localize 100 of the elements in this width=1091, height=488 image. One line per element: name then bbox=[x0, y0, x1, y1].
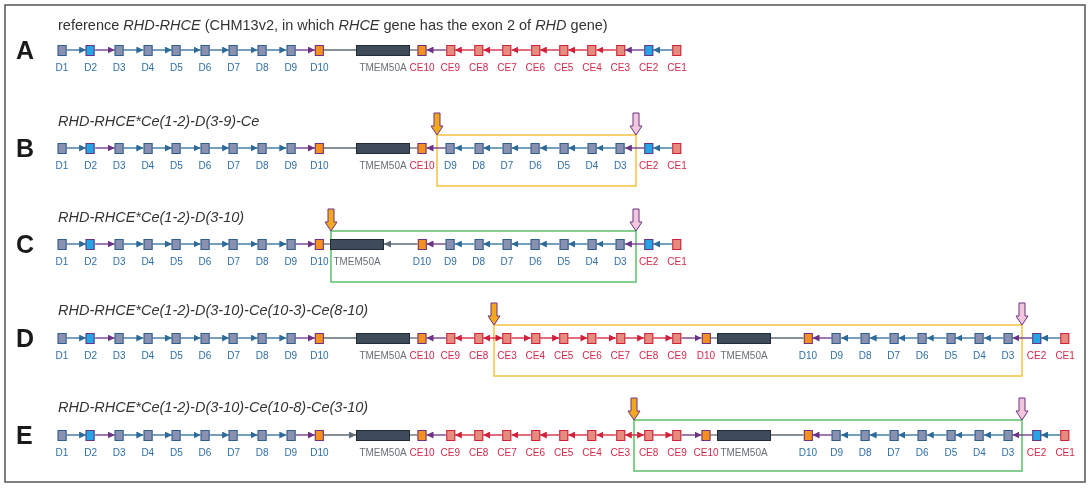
exon-label: D10 bbox=[798, 446, 818, 459]
arrow bbox=[208, 334, 230, 342]
exon-label: D7 bbox=[500, 159, 514, 172]
connector-line bbox=[709, 337, 718, 339]
exon-label: CE3 bbox=[610, 61, 630, 74]
arrow bbox=[567, 334, 589, 342]
arrow bbox=[454, 334, 475, 342]
exon-label: D7 bbox=[887, 349, 901, 362]
arrow bbox=[652, 144, 674, 152]
arrow bbox=[266, 334, 287, 342]
exon-label: D6 bbox=[198, 159, 212, 172]
exon-label: D4 bbox=[585, 159, 599, 172]
exon-label: D6 bbox=[198, 255, 212, 268]
exon-label: D1 bbox=[55, 255, 69, 268]
arrow bbox=[482, 240, 504, 248]
connector-line bbox=[409, 49, 419, 51]
exon-label: D10 bbox=[310, 349, 329, 362]
exon-label: D7 bbox=[227, 349, 240, 362]
arrow bbox=[237, 46, 259, 54]
exon-label: TMEM50A bbox=[720, 349, 768, 362]
exon-label: D5 bbox=[170, 446, 183, 459]
exon-label: D2 bbox=[84, 446, 97, 459]
exon-label: D7 bbox=[227, 255, 240, 268]
arrow bbox=[237, 240, 259, 248]
exon-label: D9 bbox=[284, 446, 298, 459]
exon-label: TMEM50A bbox=[359, 61, 407, 74]
exon-label: CE9 bbox=[667, 349, 687, 362]
exon-label: D5 bbox=[557, 159, 571, 172]
arrow bbox=[510, 240, 532, 248]
connector-line bbox=[409, 434, 419, 436]
arrow bbox=[208, 144, 230, 152]
arrow bbox=[294, 431, 316, 439]
arrow bbox=[954, 334, 976, 342]
arrow bbox=[567, 240, 589, 248]
connector-line bbox=[323, 49, 357, 51]
exon-label: CE1 bbox=[1055, 349, 1075, 362]
arrow bbox=[94, 144, 116, 152]
exon-label: D4 bbox=[141, 159, 155, 172]
exon-label: D3 bbox=[1001, 349, 1015, 362]
arrow bbox=[539, 240, 560, 248]
exon-label: D7 bbox=[887, 446, 901, 459]
exon-label: CE5 bbox=[553, 446, 574, 459]
exon-label: D9 bbox=[284, 61, 298, 74]
arrow bbox=[595, 431, 617, 439]
exon-label: CE8 bbox=[638, 446, 659, 459]
exon-label: CE10 bbox=[409, 349, 435, 362]
exon-label: D6 bbox=[528, 255, 542, 268]
exon-label: D3 bbox=[112, 255, 126, 268]
exon-label: D5 bbox=[944, 446, 958, 459]
exon-label: D4 bbox=[973, 446, 986, 459]
exon-label: CE1 bbox=[1055, 446, 1075, 459]
exon-label: CE6 bbox=[525, 446, 546, 459]
arrow bbox=[1040, 334, 1062, 342]
arrow bbox=[482, 46, 504, 54]
exon-label: D8 bbox=[255, 446, 269, 459]
exon-label: D1 bbox=[55, 349, 69, 362]
exon-label: CE2 bbox=[638, 159, 659, 172]
panel-letter: C bbox=[16, 230, 35, 259]
arrow bbox=[539, 431, 560, 439]
arrow bbox=[180, 334, 202, 342]
exon-label: CE3 bbox=[497, 349, 517, 362]
exon-label: CE8 bbox=[468, 349, 489, 362]
arrow bbox=[539, 334, 560, 342]
arrow bbox=[595, 334, 617, 342]
connector-line bbox=[323, 337, 357, 339]
arrow bbox=[94, 334, 116, 342]
exon-label: D7 bbox=[227, 159, 240, 172]
exon-label: D9 bbox=[443, 159, 457, 172]
exon-label: D6 bbox=[915, 349, 929, 362]
exon-label: CE8 bbox=[468, 446, 489, 459]
exon-label: CE9 bbox=[440, 61, 461, 74]
arrow bbox=[425, 46, 447, 54]
exon-label: D8 bbox=[858, 349, 872, 362]
exon-label: D10 bbox=[412, 255, 432, 268]
exon-label: D7 bbox=[227, 61, 240, 74]
exon-label: CE5 bbox=[553, 349, 574, 362]
arrow bbox=[595, 240, 617, 248]
arrow bbox=[123, 240, 144, 248]
arrow bbox=[454, 46, 475, 54]
exon-label: D1 bbox=[55, 61, 69, 74]
arrow bbox=[237, 144, 259, 152]
arrow bbox=[680, 334, 703, 342]
exon-label: TMEM50A bbox=[333, 255, 381, 268]
arrow bbox=[652, 431, 674, 439]
arrow bbox=[425, 240, 447, 248]
arrow bbox=[926, 431, 947, 439]
exon-label: D8 bbox=[858, 446, 872, 459]
exon-label: D9 bbox=[284, 255, 298, 268]
arrow bbox=[454, 144, 475, 152]
exon-label: D4 bbox=[973, 349, 986, 362]
arrow bbox=[237, 431, 259, 439]
arrow bbox=[151, 334, 173, 342]
arrow bbox=[151, 144, 173, 152]
arrow bbox=[294, 240, 316, 248]
exon-label: CE1 bbox=[667, 61, 687, 74]
arrow bbox=[425, 431, 447, 439]
exon-label: D9 bbox=[830, 446, 843, 459]
exon-label: CE4 bbox=[582, 61, 602, 74]
exon-label: D1 bbox=[55, 159, 69, 172]
exon-label: D3 bbox=[112, 446, 126, 459]
